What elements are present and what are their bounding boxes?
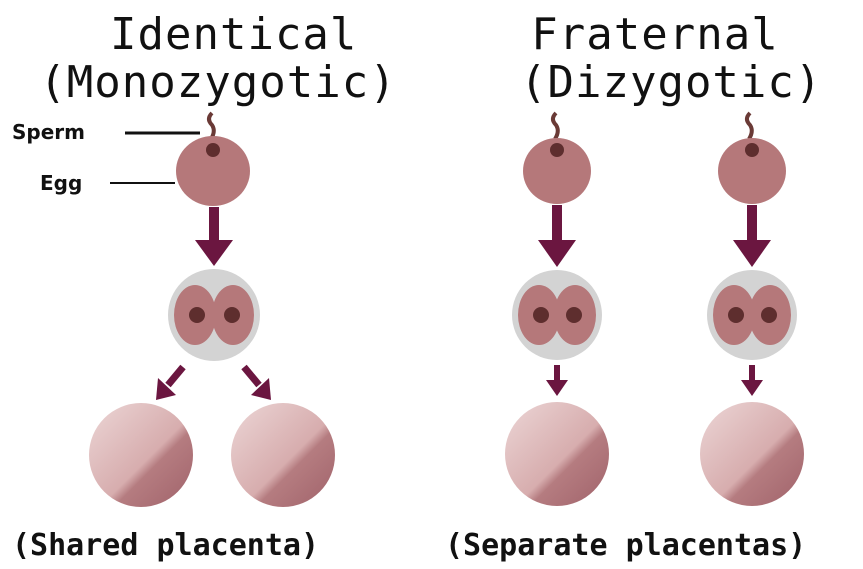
identical-title-line1: Identical [110,12,336,58]
identical-arrow-1 [195,207,233,266]
identical-two-cell [168,269,260,361]
fraternal-arrow-1b [546,365,568,396]
fraternal-caption: (Separate placentas) [445,528,806,563]
fraternal-two-cell-2 [707,270,797,360]
fraternal-title-line1: Fraternal [530,12,780,58]
fraternal-egg-1 [523,113,591,204]
fraternal-two-cell-1 [512,270,602,360]
identical-placenta-left [89,403,193,507]
fraternal-arrow-1a [538,205,576,267]
fraternal-title-line2: (Dizygotic) [520,60,790,106]
fraternal-egg-2 [718,113,786,204]
fraternal-placenta-2 [700,402,804,506]
sperm-label: Sperm [12,120,85,144]
identical-egg [176,113,250,206]
identical-split-arrows [156,367,271,400]
fraternal-arrow-2a [733,205,771,267]
egg-label: Egg [40,171,82,195]
identical-caption: (Shared placenta) [12,528,319,563]
fraternal-arrow-2b [741,365,763,396]
identical-placenta-right [231,403,335,507]
identical-title-line2: (Monozygotic) [38,60,398,106]
fraternal-placenta-1 [505,402,609,506]
